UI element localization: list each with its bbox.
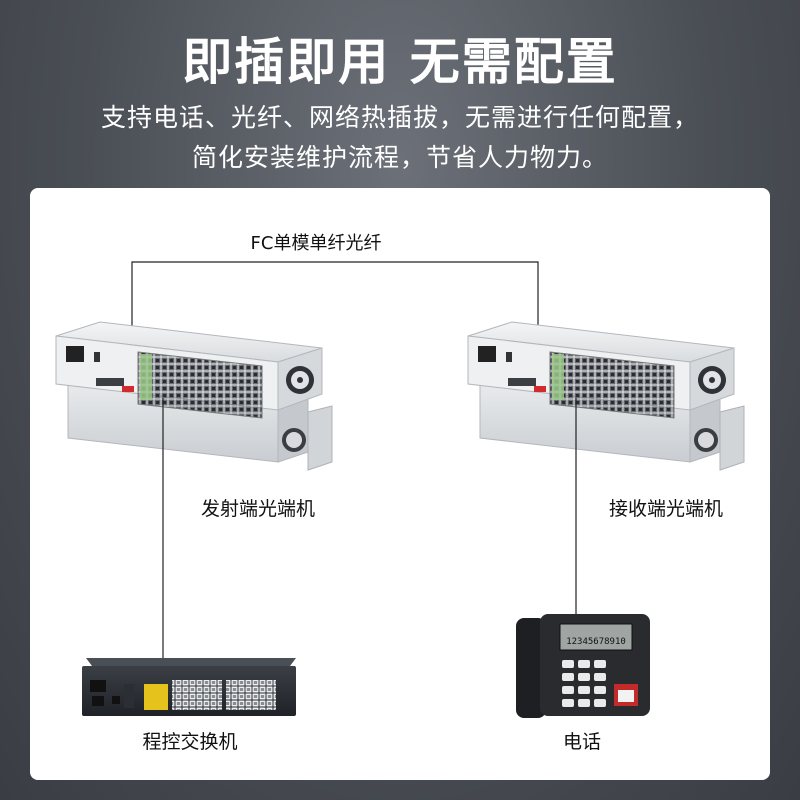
telephone: 12345678910 [516,614,650,718]
tx-terminal-label: 发射端光端机 [201,498,315,520]
phone-label: 电话 [563,731,601,753]
pbx-device [82,658,296,716]
fiber-label: FC单模单纤光纤 [251,233,382,254]
tx-optical-terminal [55,321,333,471]
pbx-label: 程控交换机 [142,731,237,753]
rx-terminal-label: 接收端光端机 [609,498,723,520]
subtitle-line-1: 支持电话、光纤、网络热插拔，无需进行任何配置， [100,103,699,132]
phone-display-number: 12345678910 [566,637,626,647]
rx-optical-terminal [467,321,745,471]
fiber-link [131,261,539,382]
headline: 即插即用 无需配置 [182,33,618,91]
subtitle-line-2: 简化安装维护流程，节省人力物力。 [191,143,608,172]
